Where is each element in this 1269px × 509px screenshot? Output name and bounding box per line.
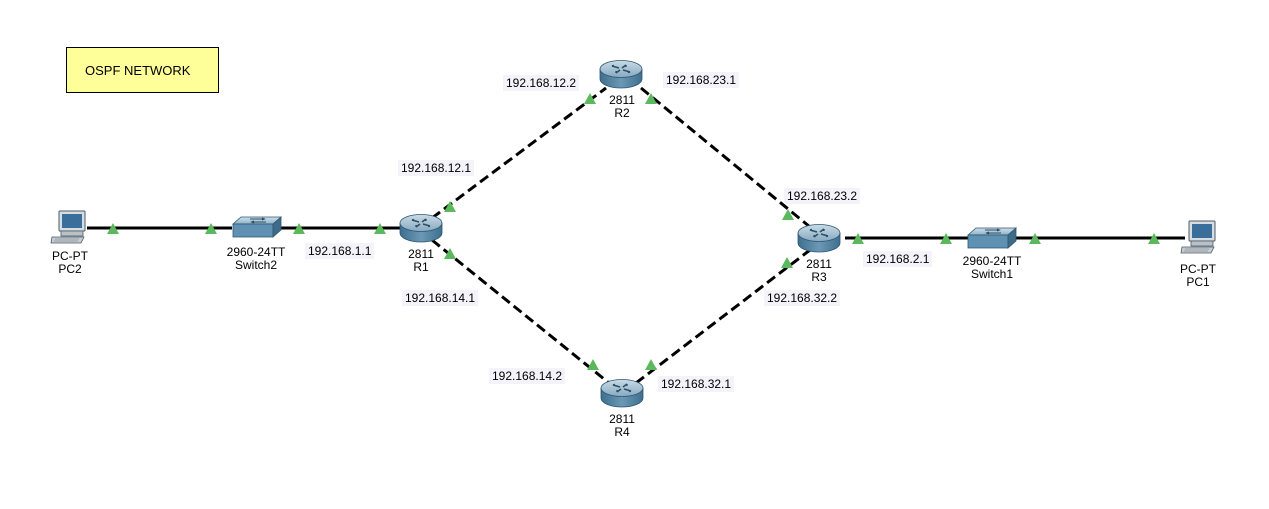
device-model: 2811 bbox=[408, 247, 434, 261]
network-title-text: OSPF NETWORK bbox=[85, 63, 191, 78]
port-up-icon bbox=[1029, 233, 1041, 244]
ip-label: 192.168.23.2 bbox=[784, 188, 861, 204]
device-model: PC-PT bbox=[52, 249, 88, 263]
ip-label: 192.168.14.1 bbox=[402, 290, 479, 306]
link-r1-r2[interactable] bbox=[431, 86, 607, 220]
device-label-pc1: PC-PT PC1 bbox=[1180, 263, 1216, 289]
links-layer bbox=[87, 86, 1185, 385]
pc-icon[interactable] bbox=[50, 210, 86, 244]
link-r1-r4[interactable] bbox=[431, 238, 610, 385]
ip-label: 192.168.1.1 bbox=[305, 243, 375, 259]
link-r2-r3[interactable] bbox=[640, 86, 811, 229]
device-name: R3 bbox=[811, 270, 827, 284]
ip-label: 192.168.2.1 bbox=[863, 251, 933, 267]
device-name: R2 bbox=[614, 106, 630, 120]
port-up-icon bbox=[205, 223, 217, 234]
ip-label: 192.168.14.2 bbox=[489, 368, 566, 384]
device-model: 2811 bbox=[806, 257, 832, 271]
switch-icon[interactable] bbox=[967, 227, 1017, 249]
router-icon[interactable] bbox=[797, 223, 841, 253]
device-label-r1: 2811 R1 bbox=[408, 248, 434, 274]
device-label-r2: 2811 R2 bbox=[609, 94, 635, 120]
router-icon[interactable] bbox=[600, 378, 644, 408]
device-model: 2960-24TT bbox=[226, 245, 286, 259]
device-label-pc2: PC-PT PC2 bbox=[52, 250, 88, 276]
ip-label: 192.168.32.1 bbox=[658, 376, 735, 392]
port-up-icon bbox=[782, 209, 794, 220]
link-r4-r3[interactable] bbox=[635, 248, 811, 385]
port-up-icon bbox=[645, 359, 657, 370]
device-label-switch2: 2960-24TT Switch2 bbox=[227, 246, 286, 272]
device-model: 2811 bbox=[609, 93, 635, 107]
pc-icon[interactable] bbox=[1180, 220, 1216, 254]
port-up-icon bbox=[374, 223, 386, 234]
device-name: PC1 bbox=[1186, 275, 1210, 289]
device-name: PC2 bbox=[58, 262, 82, 276]
port-up-icon bbox=[645, 93, 657, 104]
router-icon[interactable] bbox=[599, 59, 643, 89]
port-up-icon bbox=[107, 223, 119, 234]
device-model: PC-PT bbox=[1180, 262, 1216, 276]
port-up-icon bbox=[584, 93, 596, 104]
ip-label: 192.168.12.1 bbox=[398, 160, 475, 176]
device-model: 2960-24TT bbox=[962, 254, 1022, 268]
port-status-layer bbox=[107, 93, 1160, 370]
device-name: Switch1 bbox=[970, 267, 1014, 281]
network-title-note[interactable]: OSPF NETWORK bbox=[66, 47, 219, 93]
device-label-r3: 2811 R3 bbox=[806, 258, 832, 284]
device-name: Switch2 bbox=[234, 258, 278, 272]
ip-label: 192.168.23.1 bbox=[663, 72, 740, 88]
device-name: R1 bbox=[413, 260, 429, 274]
port-up-icon bbox=[444, 248, 456, 259]
device-model: 2811 bbox=[609, 412, 635, 426]
device-label-r4: 2811 R4 bbox=[609, 413, 635, 439]
switch-icon[interactable] bbox=[232, 216, 282, 238]
ip-label: 192.168.32.2 bbox=[764, 290, 841, 306]
port-up-icon bbox=[1148, 233, 1160, 244]
port-up-icon bbox=[940, 233, 952, 244]
port-up-icon bbox=[444, 201, 456, 212]
port-up-icon bbox=[852, 233, 864, 244]
port-up-icon bbox=[781, 257, 793, 268]
ip-label: 192.168.12.2 bbox=[503, 75, 580, 91]
port-up-icon bbox=[587, 359, 599, 370]
router-icon[interactable] bbox=[399, 213, 443, 243]
port-up-icon bbox=[293, 223, 305, 234]
device-label-switch1: 2960-24TT Switch1 bbox=[963, 255, 1022, 281]
device-name: R4 bbox=[614, 425, 630, 439]
